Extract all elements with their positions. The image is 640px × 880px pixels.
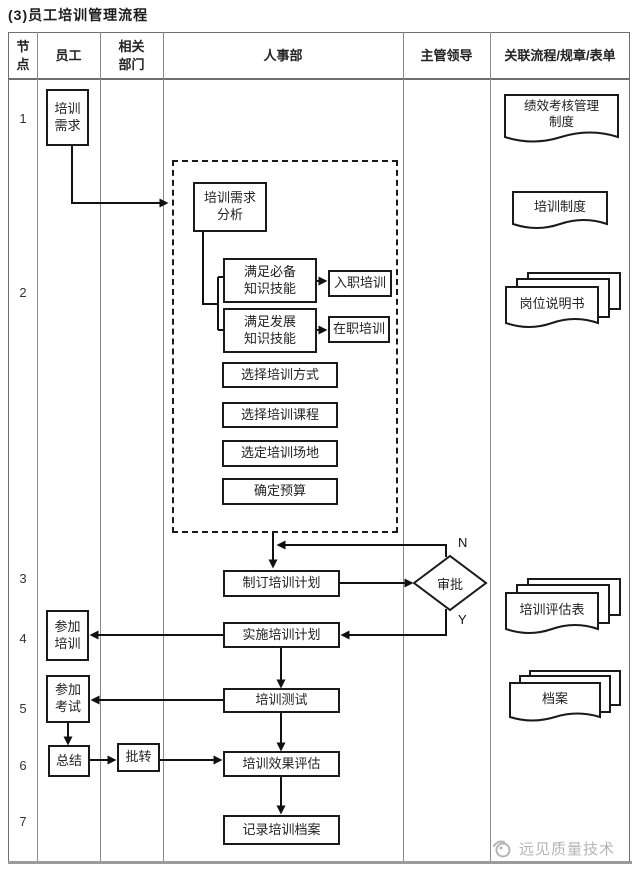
header-hr-column: 人事部 [263,48,303,64]
flow-box-training-test: 培训测试 [223,688,340,713]
flow-box-forward: 批转 [117,743,160,772]
flow-box-onjob-training: 在职培训 [328,316,390,343]
flow-box-summary: 总结 [48,745,90,777]
node-number-1: 1 [19,110,27,126]
approval-diamond-label: 审批 [436,576,463,592]
flow-box-choose-venue: 选定培训场地 [222,440,338,467]
node-number-4: 4 [19,630,27,646]
header-supervisor-column: 主管领导 [420,48,473,64]
header-separator-line [8,78,630,80]
document-job-description-label: 岗位说明书 [519,295,585,311]
flow-box-attend-exam: 参加 考试 [46,675,90,723]
flow-box-choose-course: 选择培训课程 [222,402,338,428]
flow-box-choose-method: 选择培训方式 [222,362,338,388]
document-shape-icon [512,191,608,229]
column-line-employee [100,32,101,862]
header-reference-column: 关联流程/规章/表单 [504,48,616,64]
column-line-supervisor [490,32,491,862]
flow-box-record-archive: 记录培训档案 [223,815,340,845]
column-line-related-dept [163,32,164,862]
node-number-5: 5 [19,700,27,716]
document-training-system: 培训制度 [511,190,609,236]
flow-box-implement-plan: 实施培训计划 [223,622,340,648]
planning-dashed-region [172,160,398,533]
node-number-6: 6 [19,757,27,773]
watermark: 远见质量技术 [491,836,626,860]
stacked-documents-icon [509,670,621,722]
flow-box-make-plan: 制订培训计划 [223,570,340,597]
approval-no-label: N [458,535,468,550]
watermark-logo-icon [493,840,511,858]
header-node-column: 节 点 [16,39,30,72]
column-line-hr [403,32,404,862]
document-archives: 档案 [508,669,622,727]
flow-box-training-needs: 培训 需求 [46,89,89,146]
flow-box-meet-dev-skills: 满足发展 知识技能 [223,308,317,353]
approval-yes-label: Y [458,612,467,627]
document-shape-icon [504,94,619,143]
flow-box-attend-training: 参加 培训 [46,610,89,661]
header-related-dept-column: 相关 部门 [118,39,145,72]
flow-box-meet-required-skills: 满足必备 知识技能 [223,258,317,303]
page-title: (3)员工培训管理流程 [8,7,149,23]
document-job-description: 岗位说明书 [504,271,622,333]
flow-box-needs-analysis: 培训需求 分析 [193,182,267,232]
document-training-system-label: 培训制度 [533,198,586,214]
document-evaluation-form: 培训评估表 [504,577,622,639]
node-number-2: 2 [19,284,27,300]
watermark-text: 远见质量技术 [519,840,616,858]
document-archives-label: 档案 [541,690,568,706]
node-number-7: 7 [19,813,27,829]
document-performance-system-label: 绩效考核管理 制度 [523,99,599,129]
header-employee-column: 员工 [55,48,82,64]
stacked-documents-icon [505,578,621,634]
flow-box-induction-training: 入职培训 [328,270,392,297]
stacked-documents-icon [505,272,621,328]
flow-box-set-budget: 确定预算 [222,478,338,505]
column-line-node [37,32,38,862]
document-evaluation-form-label: 培训评估表 [519,601,585,617]
document-performance-system: 绩效考核管理 制度 [503,93,620,151]
node-number-3: 3 [19,570,27,586]
table-bottom-border [8,861,632,864]
flow-box-effect-evaluation: 培训效果评估 [223,751,340,777]
